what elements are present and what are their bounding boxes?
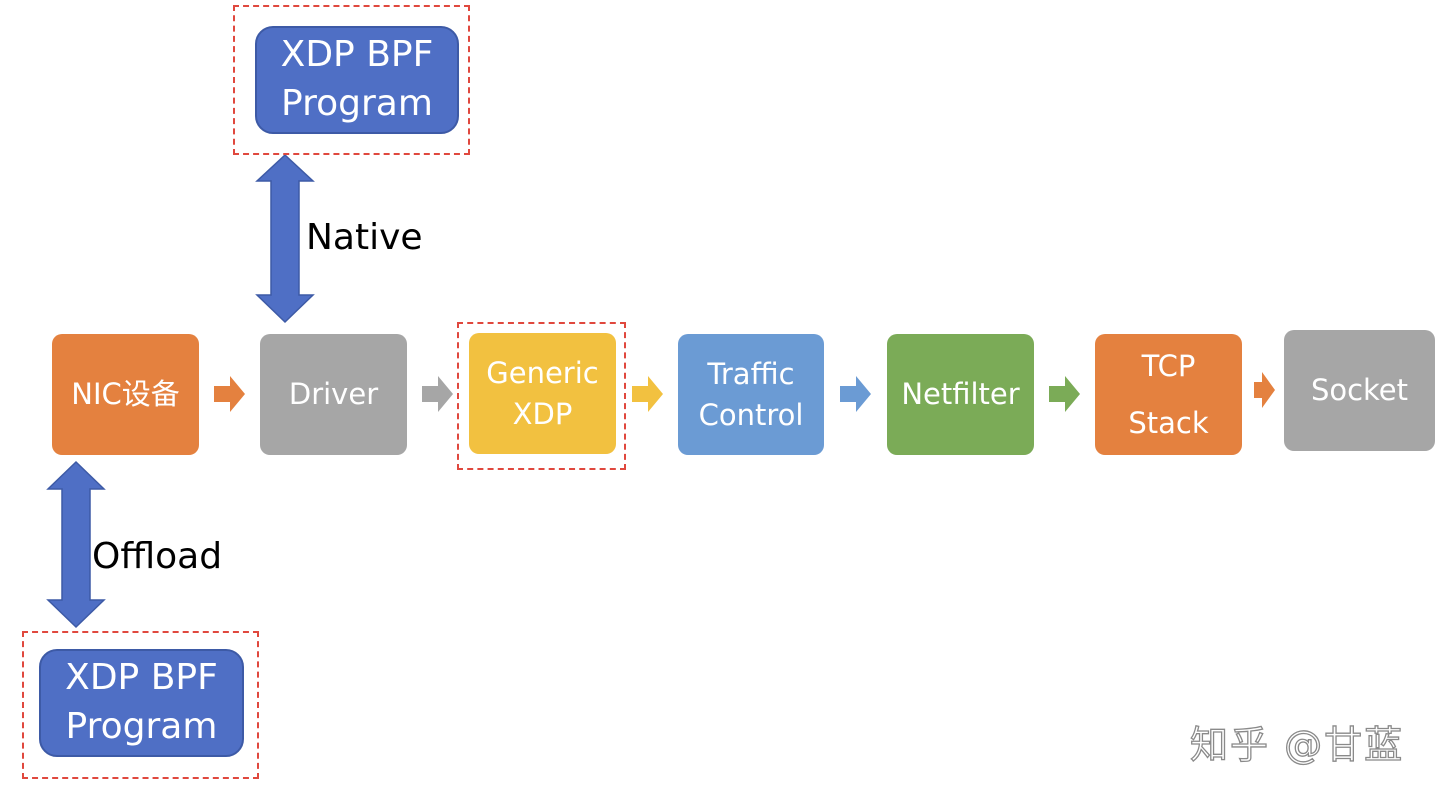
arrow-generic-tc <box>632 376 663 412</box>
native-label: Native <box>306 217 423 258</box>
arrow-tcp-socket <box>1254 372 1275 408</box>
netfilter-box: Netfilter <box>887 334 1034 455</box>
tcp-stack-box: TCP Stack <box>1095 334 1242 455</box>
zhihu-watermark: 知乎 @甘蓝 <box>1189 722 1405 767</box>
native-highlight-frame <box>233 5 470 155</box>
arrow-netfilter-tcp <box>1049 376 1080 412</box>
driver-box: Driver <box>260 334 407 455</box>
generic-xdp-box: Generic XDP <box>469 333 616 454</box>
offload-double-arrow <box>46 460 106 629</box>
generic-xdp-highlight-frame <box>457 322 626 470</box>
offload-highlight-frame <box>22 631 259 779</box>
socket-box: Socket <box>1284 330 1435 451</box>
arrow-tc-netfilter <box>840 376 871 412</box>
arrow-nic-driver <box>214 376 245 412</box>
nic-device-box: NIC设备 <box>52 334 199 455</box>
xdp-bpf-program-offload: XDP BPF Program <box>39 649 244 757</box>
traffic-control-box: Traffic Control <box>678 334 824 455</box>
arrow-driver-generic <box>422 376 453 412</box>
native-double-arrow <box>255 153 315 324</box>
offload-label: Offload <box>92 536 223 577</box>
xdp-bpf-program-native: XDP BPF Program <box>255 26 459 134</box>
